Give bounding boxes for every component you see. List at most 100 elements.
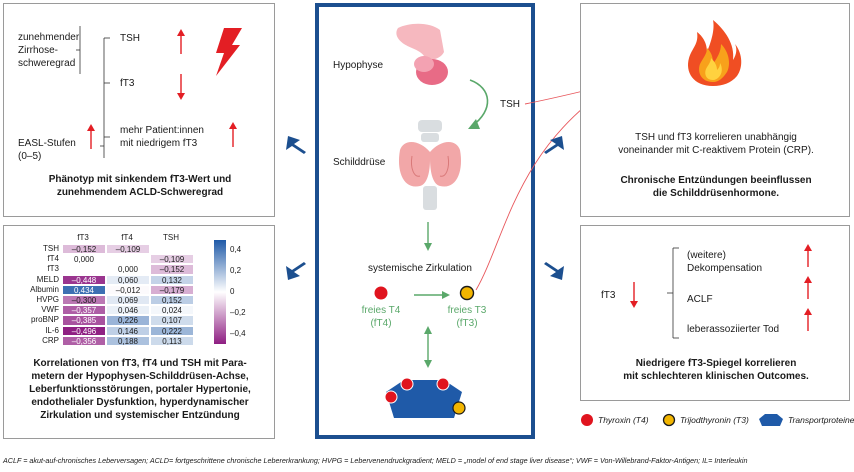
arrow-t4-to-t3 <box>442 291 450 299</box>
panel-inflammation: TSH und fT3 korrelieren unabhängig vonei… <box>580 3 850 217</box>
phenotype-caption-2: zunehmendem ACLD-Schweregrad <box>56 187 224 198</box>
heatmap-row-label: fT3 <box>47 264 59 274</box>
outcomes-bracket <box>667 247 679 339</box>
ft3-center-label-2: (fT3) <box>456 318 478 329</box>
colorbar-tick-label: –0,2 <box>230 307 246 317</box>
heatmap-row-label: fT4 <box>47 254 59 264</box>
heatmap-row-label: Albumin <box>30 284 59 294</box>
center-axis-frame <box>315 3 535 439</box>
ft3-label: fT3 <box>120 78 135 89</box>
outcome-death: leberassoziierter Tod <box>687 324 780 335</box>
correlations-caption-3: Leberfunktionsstörungen, portaler Hypert… <box>29 384 251 395</box>
outcome-aclf: ACLF <box>687 294 713 305</box>
heatmap-cell <box>150 244 194 255</box>
patients-label-2: mit niedrigem fT3 <box>120 138 198 149</box>
phenotype-caption-1: Phänotyp mit sinkendem fT3-Wert und <box>48 174 232 185</box>
legend-thyroxin-label: Thyroxin (T4) <box>598 415 649 425</box>
outcomes-caption-2: mit schlechteren klinischen Outcomes. <box>623 371 809 382</box>
heatmap-row-label: HVPG <box>36 295 59 304</box>
correlations-caption-1: Korrelationen von fT3, fT4 und TSH mit P… <box>33 358 247 369</box>
heatmap-row-label: VWF <box>41 305 59 315</box>
heatmap-cell: –0,385 <box>62 315 106 326</box>
heatmap-cell: 0,434 <box>62 284 106 295</box>
schilddruese-label: Schilddrüse <box>333 157 386 168</box>
correlations-caption-4: endothelialer Dysfunktion, hyperdynamisc… <box>31 397 249 408</box>
center-tsh-label: TSH <box>500 99 520 110</box>
easl-label-2: (0–5) <box>18 151 42 162</box>
ft3-center-label-1: freies T3 <box>447 305 487 316</box>
heatmap-cell: 0,222 <box>150 325 194 336</box>
heatmap-cell: 0,046 <box>106 305 150 316</box>
panel-phenotype: zunehmender Zirrhose- schweregrad EASL-S… <box>3 3 275 217</box>
outcome-death-arrow-up-icon <box>804 308 812 331</box>
trijodthyronin-molecule-icon <box>459 285 475 301</box>
correlations-caption-5: Zirkulation und systemischer Entzündung <box>40 410 240 421</box>
heatmap-cell: 0,024 <box>150 305 194 316</box>
ft4-label-2: (fT4) <box>370 318 392 329</box>
heatmap-cell: –0,012 <box>106 284 150 295</box>
legend-protein-icon <box>759 414 783 426</box>
heatmap-cell: 0,152 <box>150 295 194 306</box>
footnote: ACLF = akut-auf-chronisches Leberversage… <box>3 456 748 465</box>
inflammation-text-2: voneinander mit C-reaktivem Protein (CRP… <box>618 145 814 156</box>
heatmap-cell: 0,146 <box>106 325 150 336</box>
correlations-caption-2: metern der Hypophysen-Schilddrüsen-Achse… <box>31 371 249 382</box>
easl-label-1: EASL-Stufen <box>18 138 76 149</box>
inflammation-text-1: TSH und fT3 korrelieren unabhängig <box>635 132 797 143</box>
outcome-aclf-arrow-up-icon <box>804 276 812 299</box>
outcome-decomp-1: (weitere) <box>687 250 726 261</box>
tsh-arrow-up-icon <box>177 29 185 54</box>
patients-arrow-up-icon <box>229 122 237 147</box>
blue-arrow-bottom-left-icon <box>286 262 306 280</box>
heatmap-cell: –0,356 <box>62 335 106 346</box>
colorbar-tick-label: –0,4 <box>230 328 246 338</box>
zirkulation-label: systemische Zirkulation <box>368 263 472 274</box>
flame-icon <box>688 20 742 86</box>
heatmap-cell: 0,000 <box>106 264 150 275</box>
heatmap-cell: 0,000 <box>62 254 106 265</box>
heatmap-cell: –0,179 <box>150 284 194 295</box>
heatmap-cell: 0,188 <box>106 335 150 346</box>
heatmap-cell: 0,113 <box>150 335 194 346</box>
legend-thyroxin-icon <box>581 414 593 426</box>
colorbar-tick-label: 0,4 <box>230 245 242 255</box>
heatmap-cell: –0,300 <box>62 295 106 306</box>
thyroid-illustration <box>398 120 462 210</box>
cirrhosis-label-3: schweregrad <box>18 58 76 69</box>
cirrhosis-label-2: Zirrhose- <box>18 45 59 56</box>
heatmap-cell: –0,152 <box>150 264 194 275</box>
heatmap-column-label: TSH <box>163 233 179 242</box>
legend-trijod-icon <box>662 413 676 427</box>
cirrhosis-label-1: zunehmender <box>18 32 80 43</box>
arrow-to-circulation <box>424 243 432 251</box>
red-line-ft3 <box>475 85 613 291</box>
heatmap-cell: –0,496 <box>62 325 106 336</box>
heatmap-cell: –0,357 <box>62 305 106 316</box>
heatmap-cell: 0,132 <box>150 274 194 285</box>
inflammation-caption-1: Chronische Entzündungen beeinflussen <box>620 175 812 186</box>
outcomes-ft3-label: fT3 <box>601 290 616 301</box>
heatmap-cell: 0,226 <box>106 315 150 326</box>
legend: Thyroxin (T4) Trijodthyronin (T3) Transp… <box>580 408 854 432</box>
heatmap-row-label: IL-6 <box>45 325 59 335</box>
heatmap-cell: 0,069 <box>106 295 150 306</box>
heatmap-cell: 0,060 <box>106 274 150 285</box>
blue-arrow-top-left-icon <box>286 136 306 154</box>
heatmap-cell: 0,107 <box>150 315 194 326</box>
heatmap-row-label: proBNP <box>30 315 59 325</box>
colorbar-tick-label: 0 <box>230 287 235 296</box>
patients-label-1: mehr Patient:innen <box>120 125 204 136</box>
thyroxin-molecule-icon <box>374 286 388 300</box>
pituitary-illustration <box>396 23 448 85</box>
outcome-decomp-2: Dekompensation <box>687 263 763 274</box>
blue-arrow-bottom-right-icon <box>544 262 564 280</box>
arrow-to-thyroid <box>468 119 480 129</box>
transport-protein-illustration <box>384 377 466 418</box>
inflammation-caption-2: die Schilddrüsenhormone. <box>652 188 780 199</box>
heatmap-colorbar <box>214 240 226 344</box>
bracket-lines <box>76 26 110 158</box>
blue-arrow-top-right-icon <box>544 136 564 154</box>
